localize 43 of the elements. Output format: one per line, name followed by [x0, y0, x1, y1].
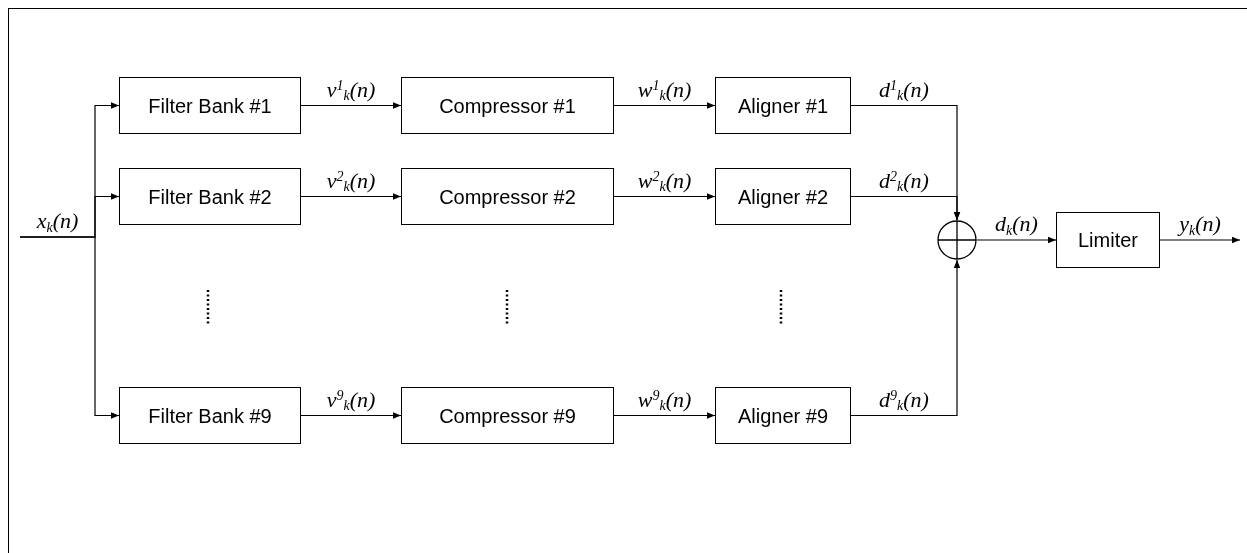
arrow: [300, 412, 402, 419]
process-box: [715, 168, 851, 225]
process-box: [401, 387, 614, 444]
arrow: [976, 236, 1057, 244]
arrow: [850, 195, 961, 221]
box-label: Filter Bank #9: [148, 403, 272, 429]
arrow: [300, 193, 402, 200]
signal-label: v$^{2}$$_{k}$(n): [326, 167, 376, 193]
signal-label: w$^{1}$$_{k}$(n): [637, 76, 692, 102]
arrow: [613, 193, 716, 200]
signal-label: d$^{2}$$_{k}$(n): [879, 167, 929, 193]
box-label: Filter Bank #2: [148, 184, 272, 210]
process-box: [119, 387, 301, 444]
signal-label: y$_{k}$(n): [1179, 211, 1221, 236]
signal-label: w$^{9}$$_{k}$(n): [637, 386, 692, 412]
process-box: [715, 387, 851, 444]
box-label: Compressor #1: [439, 93, 576, 119]
arrow: [300, 102, 402, 109]
box-label: Aligner #1: [737, 93, 829, 119]
arrow: [613, 412, 716, 419]
box-label: Aligner #2: [737, 184, 829, 210]
process-box: [401, 168, 614, 225]
process-box: [715, 77, 851, 134]
signal-label: v$^{1}$$_{k}$(n): [326, 76, 376, 102]
process-box: [401, 77, 614, 134]
arrow: [19, 236, 120, 419]
arrow: [613, 102, 716, 109]
signal-label: v$^{9}$$_{k}$(n): [326, 386, 376, 412]
signal-label: d$^{9}$$_{k}$(n): [879, 386, 929, 412]
box-label: Compressor #2: [439, 184, 576, 210]
process-box: [119, 168, 301, 225]
process-box: [1056, 212, 1160, 268]
box-label: Aligner #9: [737, 403, 829, 429]
box-label: Filter Bank #1: [148, 93, 272, 119]
arrow: [1159, 236, 1241, 244]
signal-label: d$^{1}$$_{k}$(n): [879, 76, 929, 102]
signal-label: w$^{2}$$_{k}$(n): [637, 167, 692, 193]
box-label: Limiter: [1078, 228, 1138, 253]
signal-label: x$_{k}$(n): [36, 208, 79, 233]
arrow: [850, 259, 961, 417]
box-label: Compressor #9: [439, 403, 576, 429]
signal-label: d$_{k}$(n): [995, 211, 1038, 236]
process-box: [119, 77, 301, 134]
